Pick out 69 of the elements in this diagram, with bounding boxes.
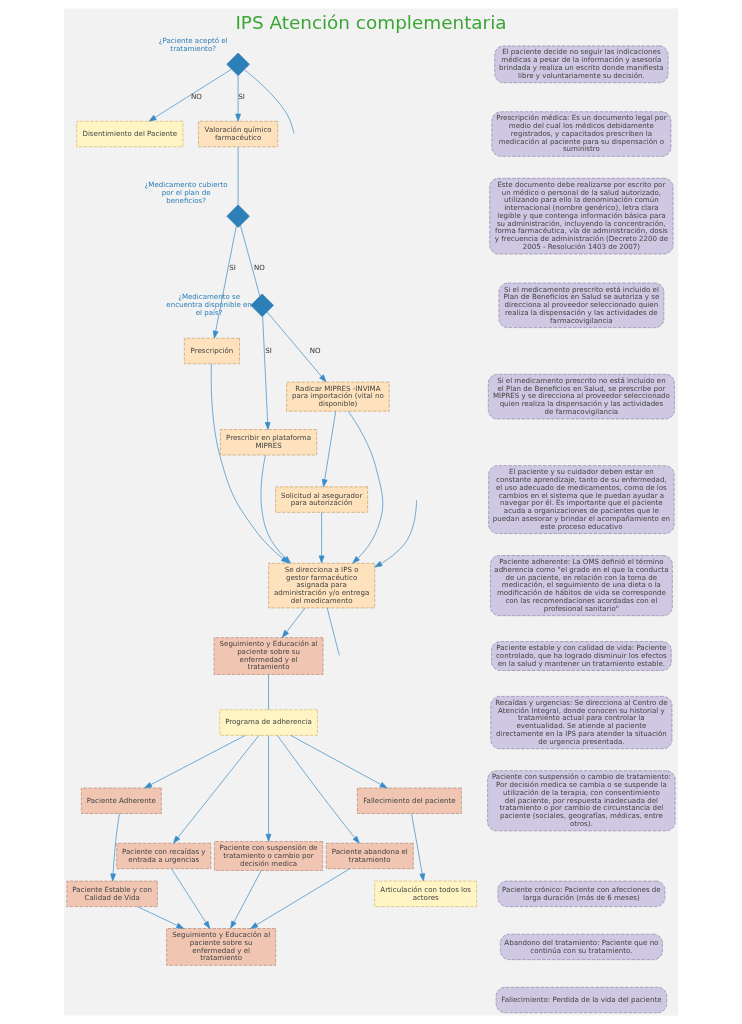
node-box: Recaídas y urgencias: Se direcciona al Centro de Atención Integral, donde conocen su historial y tratamiento actual para controlar la eventualidad. Se atiende al paciente directamente en la IPS para atender la situación de urgencia presentada. [490, 696, 673, 750]
connector [244, 69, 295, 134]
node-box: Prescribir en plataforma MIPRES [220, 429, 318, 456]
arrow [290, 735, 388, 789]
node-box: Paciente abandona el tratamiento [325, 842, 414, 870]
edge-label: SI [265, 345, 272, 355]
arrow [411, 813, 426, 882]
arrow [171, 868, 211, 929]
arrow [250, 868, 351, 929]
node-box: Programa de adherencia [219, 709, 318, 736]
connector [268, 674, 269, 710]
node-box: Paciente Estable y con Calidad de Vida [66, 880, 158, 907]
connector [240, 224, 261, 297]
edge-label: NO [309, 345, 321, 355]
node-box: Seguimiento y Educación al paciente sobre su enfermedad y el tratamiento [213, 637, 324, 675]
arrow [265, 735, 272, 842]
node-box: Disentimiento del Paciente [76, 120, 184, 148]
node-box: Radicar MIPRES -INVIMA para importación (vital no disponible) [286, 381, 390, 412]
edge-label: NO [190, 92, 202, 102]
node-label: ¿Medicamento cubierto por el plan de beneficios? [144, 180, 228, 205]
arrow [374, 500, 417, 568]
node-diamond [250, 293, 274, 317]
diagram-title: IPS Atención complementaria [235, 11, 507, 33]
node-box: Articulación con todos los actores [374, 880, 477, 907]
node-box: Paciente adherente: La OMS definió el término adherencia como "el grado en el que la conducta de un paciente, en relación con la toma de medicación, el seguimiento de una dieta o la modificación de hábitos de vida se corresponde con las recomendaciones acordadas con el profesional sanitario" [490, 555, 673, 617]
node-box: Valoración químico farmacéutico [198, 120, 279, 148]
connector [326, 607, 340, 656]
node-box: Si el medicamento prescrito no está incluido en el Plan de Beneficios en Salud, se prescribe por MIPRES y se direcciona al proveedor seleccionado quien realiza la dispensación y las actividades de farmacovigilancia [487, 374, 675, 420]
arrow [235, 75, 241, 122]
arrow [148, 68, 232, 122]
arrow [266, 311, 327, 383]
node-box: Seguimiento y Educación al paciente sobre su enfermedad y el tratamiento [166, 928, 276, 966]
arrow [262, 315, 271, 430]
node-box: Paciente con recaídas y entrada a urgencias [116, 842, 212, 870]
node-box: Prescripción médica: Es un documento legal por medio del cual los médicos debidamente registrados, y capacitados prescriben la medicación al paciente para su dispensación o suministro [491, 111, 672, 157]
arrow [144, 735, 246, 789]
node-box: Prescripción [183, 337, 240, 365]
node-label: ¿Paciente aceptó el tratamiento? [158, 36, 228, 53]
node-diamond [226, 204, 250, 228]
node-label: ¿Medicamento se encuentra disponible en el país? [166, 291, 252, 317]
node-box: Este documento debe realizarse por escrito por un médico o personal de la salud autorizado, utilizando para ello la denominación común internacional (nombre genérico), letra clara legible y que contenga información básica para su administración, incluyendo la concentración, forma farmacéutica, vía de administración, dosis y frecuencia de administración (Decreto 2200 de 2005 - Resolución 1403 de 2007) [489, 177, 674, 255]
node-box: Abandono del tratamiento: Paciente que no continúa con su tratamiento. [500, 933, 663, 961]
edge-label: NO [253, 263, 265, 273]
arrow [173, 735, 260, 844]
arrow [348, 411, 384, 564]
arrow [110, 813, 120, 882]
node-box: Paciente crónico: Paciente con afecciones de larga duración (más de 6 meses) [497, 880, 666, 907]
node-box: Paciente con suspensión o cambio de tratamiento: Por decisión medica se cambia o se suspende la utilización de la terapia, con consentimiento del paciente, por respuesta inadecuada del tratamiento o por cambio de circunstancia del paciente (sociales, geografías, médicas, entre otros). [487, 770, 676, 832]
arrow [276, 735, 360, 844]
node-diamond [226, 52, 250, 76]
node-box: Paciente con suspensión de tratamiento o cambio por decisión medica [214, 841, 324, 871]
node-box: Se direcciona a IPS o gestor farmacéutico asignada para administración y/o entrega del medicamento [268, 562, 376, 609]
arrow [281, 607, 306, 638]
arrow [321, 410, 337, 488]
arrow [212, 225, 237, 339]
node-box: Solicitud al asegurador para autorización [275, 486, 368, 513]
node-box: Si el medicamento prescrito está incluido el Plan de Beneficios en Salud se autoriza y se direcciona al proveedor seleccionado quien realiza la dispensación y las actividades de farmacovigilancia [498, 282, 665, 328]
arrow [230, 870, 262, 929]
node-box: El paciente decide no seguir las indicaciones médicas a pesar de la información y asesoría brindada y realiza un escrito donde manifiesta libre y voluntariamente su decisión. [494, 45, 669, 84]
node-box: Fallecimiento: Perdida de la vida del paciente [495, 986, 668, 1014]
node-box: Paciente Adherente [81, 787, 162, 814]
edge-label: SI [238, 92, 245, 102]
node-box: Fallecimiento del paciente [357, 787, 462, 814]
edge-label: SI [229, 263, 236, 273]
arrow [137, 906, 185, 929]
connector [237, 146, 239, 205]
node-box: Paciente estable y con calidad de vida: Paciente controlado, que ha logrado disminuir los efectos en la salud y mantener un tratamiento estable. [491, 641, 672, 671]
arrow [318, 512, 325, 564]
node-box: El paciente y su cuidador deben estar en constante aprendizaje, tanto de su enfermedad, el uso adecuado de medicamentos, como de los cambios en el sistema que le puedan ayudar a navegar por él. Es importante que el paciente acuda a organizaciones de pacientes que le puedan asesorar y brindar el acompañamiento en este proceso educativo [488, 465, 675, 534]
